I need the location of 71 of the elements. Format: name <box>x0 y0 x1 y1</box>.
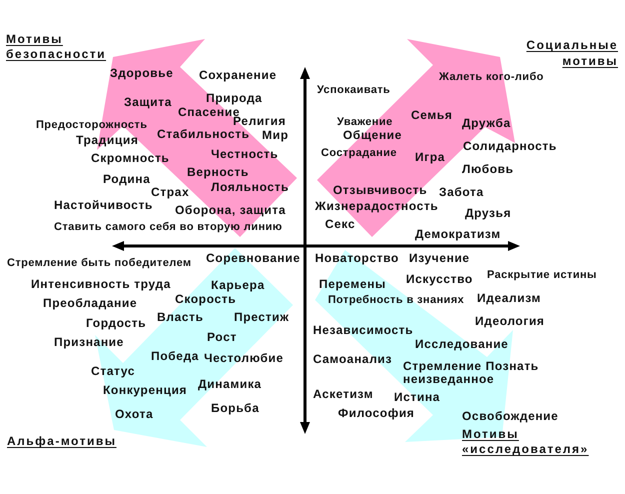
motive-label: Солидарность <box>463 139 557 153</box>
motive-label: Ставить самого себя во вторую линию <box>54 221 282 234</box>
motive-label: Здоровье <box>110 66 174 80</box>
motive-label: Философия <box>338 406 415 420</box>
motive-label: Секс <box>325 217 356 231</box>
motive-label: Новаторство <box>315 251 399 265</box>
motive-label: Демократизм <box>415 227 501 241</box>
motive-label: Статус <box>91 364 136 378</box>
motive-label: Искусство <box>406 272 473 286</box>
motive-label: Сохранение <box>199 68 277 82</box>
quadrant-heading: Социальные мотивы <box>525 37 618 69</box>
motive-label: Освобождение <box>462 409 558 423</box>
motive-label: Идеология <box>475 314 545 328</box>
quadrant-heading: Мотивы «исследователя» <box>462 427 590 457</box>
quadrant-heading: Альфа-мотивы <box>7 434 118 449</box>
motive-label: Преобладание <box>43 296 138 310</box>
motive-label: Отзывчивость <box>333 183 428 197</box>
motive-label: Признание <box>54 335 124 349</box>
motive-label: Идеализм <box>477 291 541 305</box>
motive-label: Стабильность <box>157 127 250 141</box>
motive-label: Рост <box>207 330 237 344</box>
motive-label: Лояльность <box>211 180 289 194</box>
motive-label: Забота <box>439 185 484 199</box>
motive-label: Самоанализ <box>313 352 392 366</box>
motive-label: Честность <box>211 147 278 161</box>
motive-label: Истина <box>394 390 440 404</box>
motive-label: Потребность в знаниях <box>328 294 464 307</box>
motive-label: Изучение <box>409 251 470 265</box>
motive-label: Оборона, защита <box>175 203 286 217</box>
motive-label: Раскрытие истины <box>487 269 597 282</box>
motive-label: Карьера <box>211 278 265 292</box>
motive-label: Динамика <box>198 377 262 391</box>
motive-label: Гордость <box>86 316 146 330</box>
motive-label: Родина <box>103 172 150 186</box>
motive-label: Скорость <box>175 292 236 306</box>
motive-label: Соревнование <box>206 251 300 265</box>
motive-label: Борьба <box>211 401 260 415</box>
motive-label: Уважение <box>337 116 393 129</box>
motive-label: Друзья <box>465 206 512 220</box>
motive-label: Верность <box>187 165 249 179</box>
motive-label: Независимость <box>313 323 414 337</box>
motive-label: Стремление быть победителем <box>7 257 192 270</box>
motive-label: Страх <box>151 185 190 199</box>
motive-label: Общение <box>343 128 402 142</box>
motive-label: Любовь <box>462 162 514 176</box>
motive-label: Успокаивать <box>317 84 390 97</box>
motive-label: Престиж <box>234 310 290 324</box>
motive-label: Конкуренция <box>103 383 188 397</box>
motive-label: Защита <box>124 95 172 109</box>
motive-label: Сострадание <box>321 147 397 160</box>
motive-label: Настойчивость <box>54 198 153 212</box>
motive-label: Семья <box>411 108 452 122</box>
motive-label: Мир <box>262 128 289 142</box>
motive-label: Стремление Познать неизведанное <box>403 360 540 386</box>
motive-label: Предосторожность <box>36 119 148 132</box>
motive-label: Охота <box>115 407 154 421</box>
motive-label: Жизнерадостность <box>315 199 438 213</box>
motive-label: Традиция <box>76 133 138 147</box>
motive-label: Интенсивность труда <box>31 277 171 291</box>
quadrant-heading: Мотивы безопасности <box>6 32 108 62</box>
motive-label: Игра <box>415 150 446 164</box>
motive-label: Честолюбие <box>204 351 284 365</box>
motive-label: Скромность <box>91 151 170 165</box>
motive-label: Перемены <box>319 277 386 291</box>
motive-label: Жалеть кого-либо <box>439 71 544 84</box>
motive-label: Природа <box>206 91 262 105</box>
motive-label: Победа <box>151 349 199 363</box>
motive-label: Исследование <box>415 337 508 351</box>
motive-label: Аскетизм <box>313 387 374 401</box>
motive-label: Дружба <box>462 116 511 130</box>
motive-label: Власть <box>157 310 204 324</box>
